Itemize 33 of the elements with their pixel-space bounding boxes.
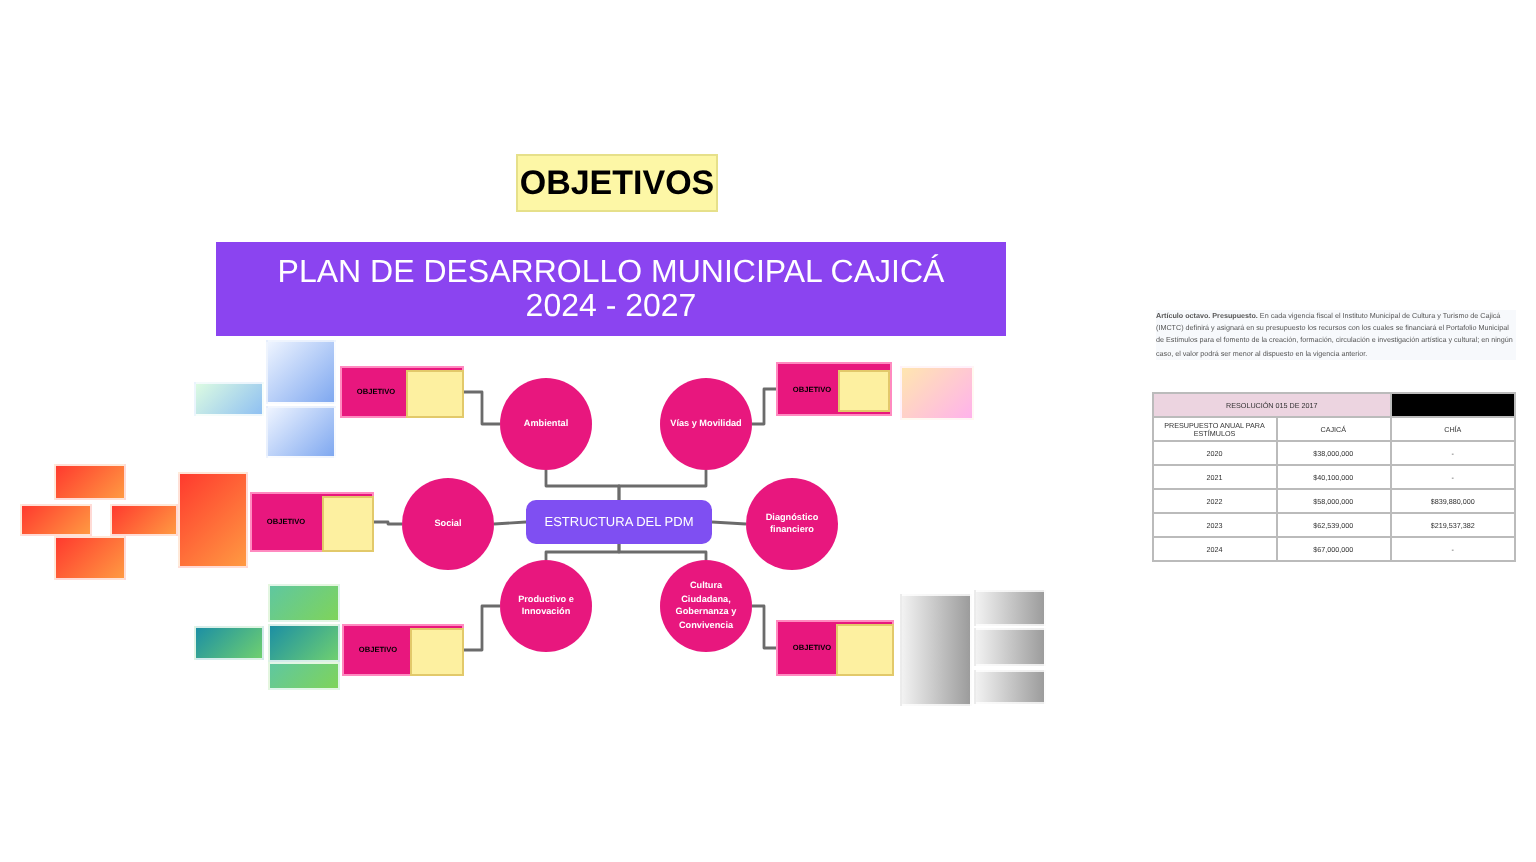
connector-line [493, 520, 527, 526]
title-banner: PLAN DE DESARROLLO MUNICIPAL CAJICÁ 2024 - 2027 [216, 242, 1006, 336]
connector-line [752, 604, 776, 650]
note-box [836, 624, 894, 676]
note-card [110, 504, 178, 536]
note-card [194, 382, 264, 416]
note-card [54, 464, 126, 500]
connector-line [374, 520, 402, 526]
note-card [266, 340, 336, 404]
note-card [266, 406, 336, 458]
connector-line [464, 390, 500, 426]
note-box [410, 628, 464, 676]
connector-line [617, 470, 708, 500]
note-card [54, 536, 126, 580]
note-card [974, 670, 1046, 704]
note-card [900, 366, 974, 420]
note-card [178, 472, 248, 568]
connector-line [711, 520, 747, 526]
heading-box: OBJETIVOS [516, 154, 718, 212]
connector-line [464, 604, 500, 652]
note-box [406, 370, 464, 418]
note-card [900, 594, 972, 706]
note-card [974, 628, 1046, 666]
note-card [268, 624, 340, 662]
note-card [268, 662, 340, 690]
connector-line [617, 544, 708, 560]
note-card [20, 504, 92, 536]
note-card [974, 590, 1046, 626]
note-card [194, 626, 264, 660]
connector-line [752, 387, 776, 426]
note-box [838, 370, 890, 412]
note-box [322, 496, 374, 552]
note-card [268, 584, 340, 622]
